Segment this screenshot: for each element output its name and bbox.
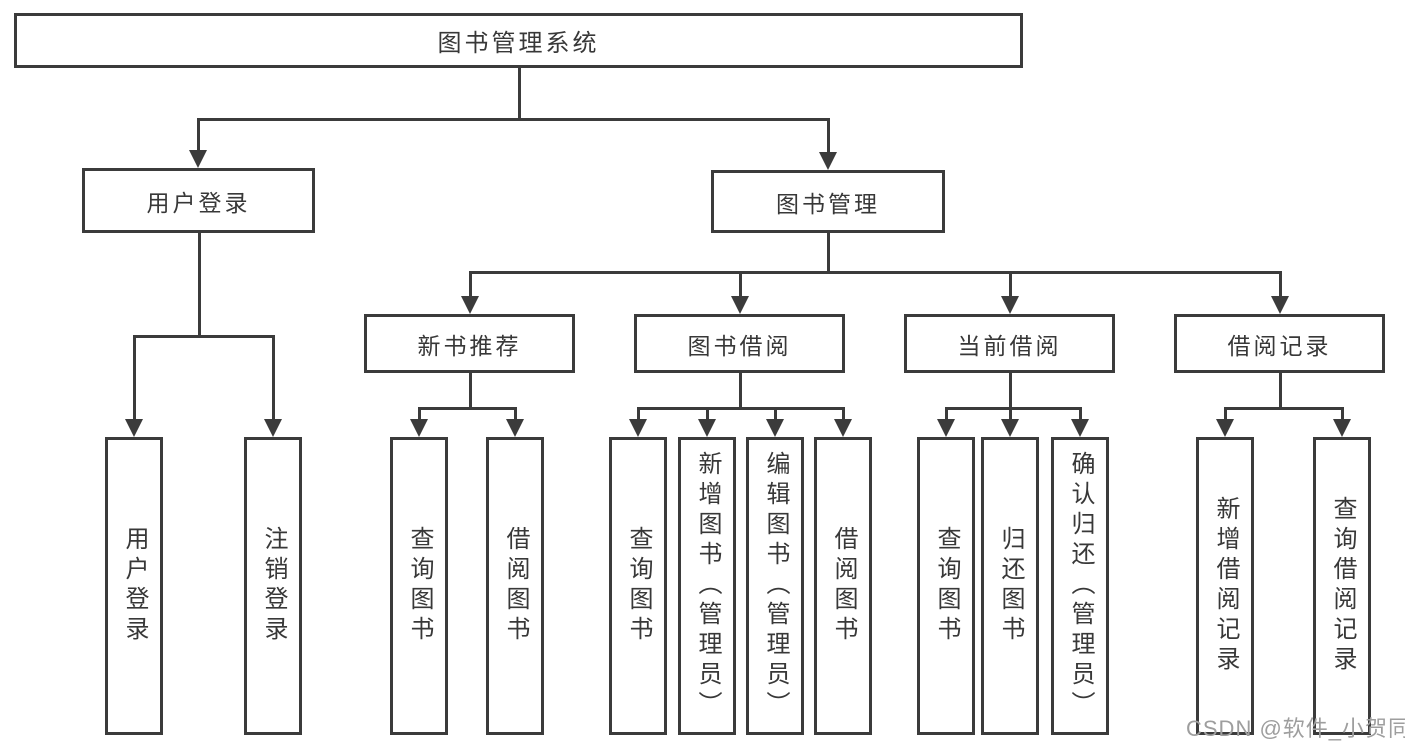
connector-line [827, 233, 830, 273]
connector-line [827, 118, 830, 154]
connector-line [637, 407, 640, 421]
connector-line [418, 407, 421, 421]
node-book-borrowing-label: 图书借阅 [687, 332, 792, 359]
arrow-down-icon [819, 152, 837, 170]
arrow-down-icon [125, 419, 143, 437]
node-leaf-confirm-return-admin-label: 确认归还（管理员） [1067, 451, 1094, 721]
node-leaf-logout: 注销登录 [244, 437, 302, 735]
connector-line [1224, 407, 1344, 410]
connector-line [469, 271, 472, 298]
connector-line [514, 407, 517, 421]
connector-line [1279, 373, 1282, 409]
connector-line [739, 373, 742, 409]
connector-line [945, 407, 948, 421]
node-leaf-add-book-admin-label: 新增图书（管理员） [694, 451, 721, 721]
connector-line [706, 407, 709, 421]
node-leaf-add-book-admin: 新增图书（管理员） [678, 437, 736, 735]
connector-line [197, 118, 200, 152]
node-leaf-borrow-books-2: 借阅图书 [814, 437, 872, 735]
node-borrowing-records-label: 借阅记录 [1227, 332, 1332, 359]
node-new-book-recommend: 新书推荐 [364, 314, 575, 373]
arrow-down-icon [264, 419, 282, 437]
connector-line [469, 271, 1282, 274]
arrow-down-icon [1001, 296, 1019, 314]
connector-line [272, 335, 275, 421]
node-leaf-logout-label: 注销登录 [260, 526, 287, 646]
arrow-down-icon [766, 419, 784, 437]
connector-line [469, 373, 472, 409]
node-book-borrowing: 图书借阅 [634, 314, 845, 373]
node-root: 图书管理系统 [14, 13, 1023, 68]
arrow-down-icon [731, 296, 749, 314]
arrow-down-icon [1271, 296, 1289, 314]
node-book-management-label: 图书管理 [776, 190, 880, 217]
node-leaf-add-borrow-record: 新增借阅记录 [1196, 437, 1254, 735]
node-leaf-query-borrow-record-label: 查询借阅记录 [1329, 496, 1356, 676]
node-new-book-recommend-label: 新书推荐 [417, 332, 522, 359]
connector-line [637, 407, 845, 410]
node-leaf-return-book: 归还图书 [981, 437, 1039, 735]
node-leaf-query-books-1: 查询图书 [390, 437, 448, 735]
connector-line [1009, 373, 1012, 409]
node-borrowing-records: 借阅记录 [1174, 314, 1385, 373]
connector-line [842, 407, 845, 421]
connector-line [945, 407, 1082, 410]
node-user-login-label: 用户登录 [146, 189, 251, 216]
arrow-down-icon [461, 296, 479, 314]
node-leaf-query-books-2: 查询图书 [609, 437, 667, 735]
arrow-down-icon [629, 419, 647, 437]
node-leaf-edit-book-admin-label: 编辑图书（管理员） [762, 451, 789, 721]
connector-line [1009, 407, 1012, 421]
node-leaf-query-books-2-label: 查询图书 [625, 526, 652, 646]
connector-line [197, 118, 829, 121]
arrow-down-icon [698, 419, 716, 437]
connector-line [1224, 407, 1227, 421]
arrow-down-icon [1001, 419, 1019, 437]
node-leaf-user-login: 用户登录 [105, 437, 163, 735]
arrow-down-icon [1071, 419, 1089, 437]
node-leaf-edit-book-admin: 编辑图书（管理员） [746, 437, 804, 735]
arrow-down-icon [410, 419, 428, 437]
node-leaf-query-books-3-label: 查询图书 [933, 526, 960, 646]
connector-line [198, 233, 201, 337]
node-leaf-return-book-label: 归还图书 [997, 526, 1024, 646]
connector-line [518, 68, 521, 120]
arrow-down-icon [937, 419, 955, 437]
watermark: CSDN @软件_小贺同学 [1186, 716, 1405, 741]
node-root-label: 图书管理系统 [437, 30, 600, 57]
arrow-down-icon [834, 419, 852, 437]
connector-line [1341, 407, 1344, 421]
arrow-down-icon [189, 150, 207, 168]
node-leaf-query-borrow-record: 查询借阅记录 [1313, 437, 1371, 735]
node-leaf-borrow-books-1: 借阅图书 [486, 437, 544, 735]
node-leaf-query-books-1-label: 查询图书 [406, 526, 433, 646]
connector-line [1009, 271, 1012, 298]
connector-line [1279, 271, 1282, 298]
arrow-down-icon [1216, 419, 1234, 437]
node-leaf-add-borrow-record-label: 新增借阅记录 [1212, 496, 1239, 676]
connector-line [1079, 407, 1082, 421]
connector-line [739, 271, 742, 298]
node-book-management: 图书管理 [711, 170, 945, 233]
connector-line [774, 407, 777, 421]
node-user-login: 用户登录 [82, 168, 315, 233]
node-leaf-borrow-books-1-label: 借阅图书 [502, 526, 529, 646]
node-leaf-user-login-label: 用户登录 [121, 526, 148, 646]
connector-line [133, 335, 275, 338]
connector-line [133, 335, 136, 421]
arrow-down-icon [1333, 419, 1351, 437]
arrow-down-icon [506, 419, 524, 437]
node-current-borrowing: 当前借阅 [904, 314, 1115, 373]
node-leaf-query-books-3: 查询图书 [917, 437, 975, 735]
node-leaf-borrow-books-2-label: 借阅图书 [830, 526, 857, 646]
node-current-borrowing-label: 当前借阅 [957, 332, 1062, 359]
node-leaf-confirm-return-admin: 确认归还（管理员） [1051, 437, 1109, 735]
connector-line [418, 407, 517, 410]
